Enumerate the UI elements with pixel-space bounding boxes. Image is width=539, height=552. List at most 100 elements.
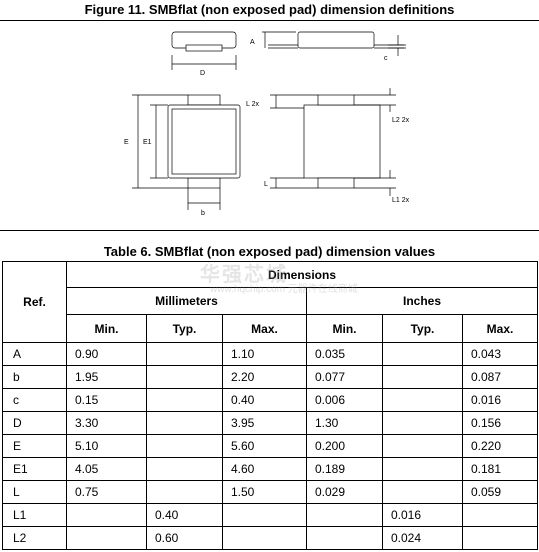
cell-in-typ bbox=[382, 411, 463, 435]
label-A: A bbox=[250, 39, 255, 46]
cell-in-typ: 0.016 bbox=[382, 503, 463, 527]
cell-ref: c bbox=[2, 388, 67, 412]
cell-mm-typ bbox=[146, 411, 223, 435]
header-dimensions: Dimensions bbox=[65, 261, 539, 288]
cell-mm-typ: 0.40 bbox=[146, 503, 223, 527]
header-mm-min: Min. bbox=[66, 314, 147, 343]
cell-ref: L2 bbox=[2, 526, 67, 550]
cell-in-typ: 0.024 bbox=[382, 526, 463, 550]
cell-mm-min: 1.95 bbox=[66, 365, 147, 389]
cell-mm-max: 1.10 bbox=[222, 342, 307, 366]
cell-mm-min: 4.05 bbox=[66, 457, 147, 481]
cell-in-max: 0.156 bbox=[461, 411, 539, 435]
cell-mm-max: 0.40 bbox=[222, 388, 307, 412]
cell-in-min: 0.200 bbox=[306, 434, 383, 458]
header-in-max: Max. bbox=[461, 314, 539, 343]
cell-mm-min bbox=[66, 503, 147, 527]
figure-bottom-rule bbox=[0, 230, 539, 231]
cell-in-min bbox=[306, 526, 383, 550]
cell-ref: E bbox=[2, 434, 67, 458]
cell-in-max: 0.016 bbox=[461, 388, 539, 412]
cell-in-min: 0.029 bbox=[306, 480, 383, 504]
label-D: D bbox=[200, 70, 205, 77]
label-c: c bbox=[384, 55, 388, 62]
cell-in-typ bbox=[382, 457, 463, 481]
label-L2-2x: L2 2x bbox=[392, 117, 410, 124]
lead-view-bottom-lead bbox=[317, 177, 355, 189]
dimension-drawing: A c D L 2x L2 2x E E1 L L1 2x b bbox=[124, 31, 410, 217]
package-lead-view-body bbox=[303, 104, 381, 179]
cell-mm-typ bbox=[146, 480, 223, 504]
cell-ref: E1 bbox=[2, 457, 67, 481]
cell-ref: L1 bbox=[2, 503, 67, 527]
dimension-table: Ref. Dimensions Millimeters Inches Min. … bbox=[2, 261, 539, 550]
cell-mm-typ bbox=[146, 434, 223, 458]
header-millimeters: Millimeters bbox=[66, 287, 307, 315]
cell-in-max: 0.220 bbox=[461, 434, 539, 458]
cell-in-max: 0.087 bbox=[461, 365, 539, 389]
cell-ref: D bbox=[2, 411, 67, 435]
cell-in-min: 0.006 bbox=[306, 388, 383, 412]
package-bottom-view-lead-top bbox=[187, 94, 221, 106]
cell-mm-min bbox=[66, 526, 147, 550]
cell-in-typ bbox=[382, 434, 463, 458]
cell-mm-typ bbox=[146, 365, 223, 389]
cell-in-min: 1.30 bbox=[306, 411, 383, 435]
cell-in-max: 0.181 bbox=[461, 457, 539, 481]
label-E: E bbox=[124, 139, 129, 146]
table-title: Table 6. SMBflat (non exposed pad) dimen… bbox=[103, 244, 436, 259]
cell-mm-typ bbox=[146, 342, 223, 366]
cell-mm-max: 3.95 bbox=[222, 411, 307, 435]
label-L1-2x: L1 2x bbox=[392, 197, 410, 204]
cell-mm-min: 0.75 bbox=[66, 480, 147, 504]
cell-mm-typ bbox=[146, 388, 223, 412]
cell-ref: A bbox=[2, 342, 67, 366]
cell-mm-typ bbox=[146, 457, 223, 481]
cell-in-min bbox=[306, 503, 383, 527]
cell-ref: b bbox=[2, 365, 67, 389]
cell-mm-typ: 0.60 bbox=[146, 526, 223, 550]
cell-in-min: 0.035 bbox=[306, 342, 383, 366]
package-side-view-body bbox=[297, 31, 375, 49]
label-L-2x: L 2x bbox=[246, 101, 259, 108]
table-row: L1 0.40 0.016 bbox=[2, 503, 539, 527]
cell-in-typ bbox=[382, 365, 463, 389]
package-top-view-pad bbox=[185, 44, 223, 52]
cell-in-min: 0.077 bbox=[306, 365, 383, 389]
label-b: b bbox=[201, 210, 205, 217]
header-mm-typ: Typ. bbox=[146, 314, 223, 343]
header-in-min: Min. bbox=[306, 314, 383, 343]
label-E1: E1 bbox=[143, 139, 152, 146]
cell-ref: L bbox=[2, 480, 67, 504]
header-in-typ: Typ. bbox=[382, 314, 463, 343]
label-L: L bbox=[264, 181, 268, 188]
cell-mm-max bbox=[222, 526, 307, 550]
cell-in-min: 0.189 bbox=[306, 457, 383, 481]
cell-in-typ bbox=[382, 388, 463, 412]
figure-title: Figure 11. SMBflat (non exposed pad) dim… bbox=[84, 2, 455, 17]
cell-mm-min: 3.30 bbox=[66, 411, 147, 435]
cell-in-max bbox=[461, 503, 539, 527]
table-row: L2 0.60 0.024 bbox=[2, 526, 539, 550]
cell-in-max: 0.059 bbox=[461, 480, 539, 504]
package-bottom-view-lead-bottom bbox=[187, 177, 221, 189]
header-mm-max: Max. bbox=[222, 314, 307, 343]
figure-top-rule bbox=[0, 20, 539, 21]
cell-in-max: 0.043 bbox=[461, 342, 539, 366]
cell-mm-min: 5.10 bbox=[66, 434, 147, 458]
cell-in-typ bbox=[382, 480, 463, 504]
cell-mm-max: 2.20 bbox=[222, 365, 307, 389]
header-inches: Inches bbox=[305, 287, 539, 315]
cell-mm-min: 0.15 bbox=[66, 388, 147, 412]
cell-mm-max: 4.60 bbox=[222, 457, 307, 481]
cell-mm-max: 5.60 bbox=[222, 434, 307, 458]
cell-mm-max bbox=[222, 503, 307, 527]
cell-in-max bbox=[461, 526, 539, 550]
